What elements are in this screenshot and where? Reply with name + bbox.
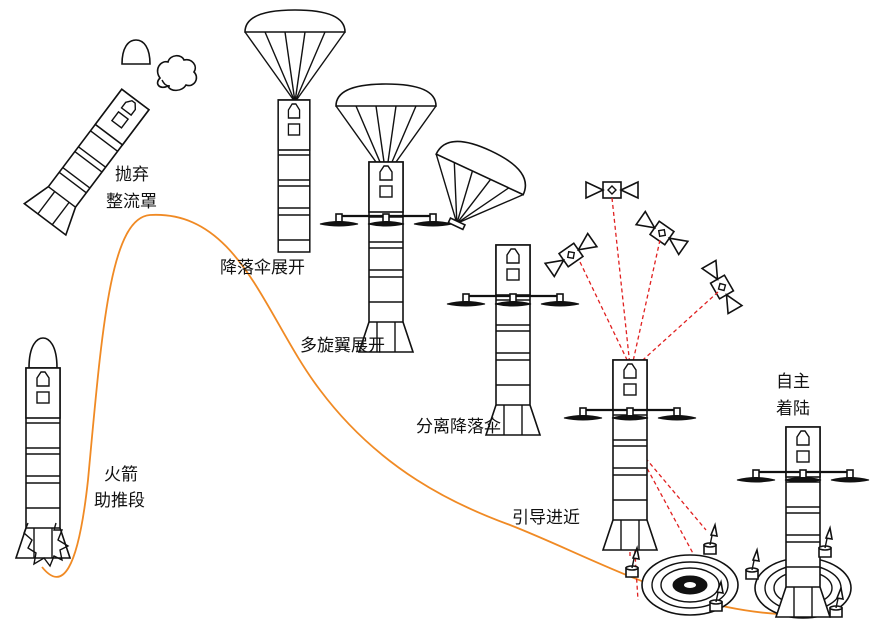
fairing-nose-cone xyxy=(121,39,151,65)
label-separate-parachute: 分离降落伞 xyxy=(416,417,501,437)
ground-beacon-icon xyxy=(745,549,760,580)
satellite-icon xyxy=(544,232,598,278)
landing-target xyxy=(641,554,739,616)
label-parachute-deploy: 降落伞展开 xyxy=(220,258,305,278)
label-fairing-line2: 整流罩 xyxy=(106,192,157,212)
satellite-icon xyxy=(585,181,639,199)
fairing-jettison-rocket xyxy=(22,39,198,237)
booster-rocket xyxy=(15,337,71,568)
satellite-icon xyxy=(701,259,743,315)
label-booster-line1: 火箭 xyxy=(104,465,138,485)
label-booster-line2: 助推段 xyxy=(94,491,145,511)
label-guided-approach: 引导进近 xyxy=(512,508,580,528)
exhaust-flame xyxy=(23,522,70,568)
separate-parachute-rocket xyxy=(435,140,581,436)
satellite-icon xyxy=(635,210,689,256)
trajectory-curve xyxy=(41,214,821,616)
label-landing-line2: 着陆 xyxy=(776,399,810,419)
multirotor-deploy-rocket xyxy=(318,83,454,353)
parachute-deploy-rocket xyxy=(244,9,346,253)
ground-beacon-icon xyxy=(818,527,833,558)
label-landing-line1: 自主 xyxy=(776,372,810,392)
guided-approach-rocket xyxy=(562,359,698,551)
label-multirotor-deploy: 多旋翼展开 xyxy=(300,336,385,356)
smoke-puff xyxy=(156,54,198,92)
label-fairing-line1: 抛弃 xyxy=(115,165,149,185)
ground-beacon-icon xyxy=(625,547,640,578)
